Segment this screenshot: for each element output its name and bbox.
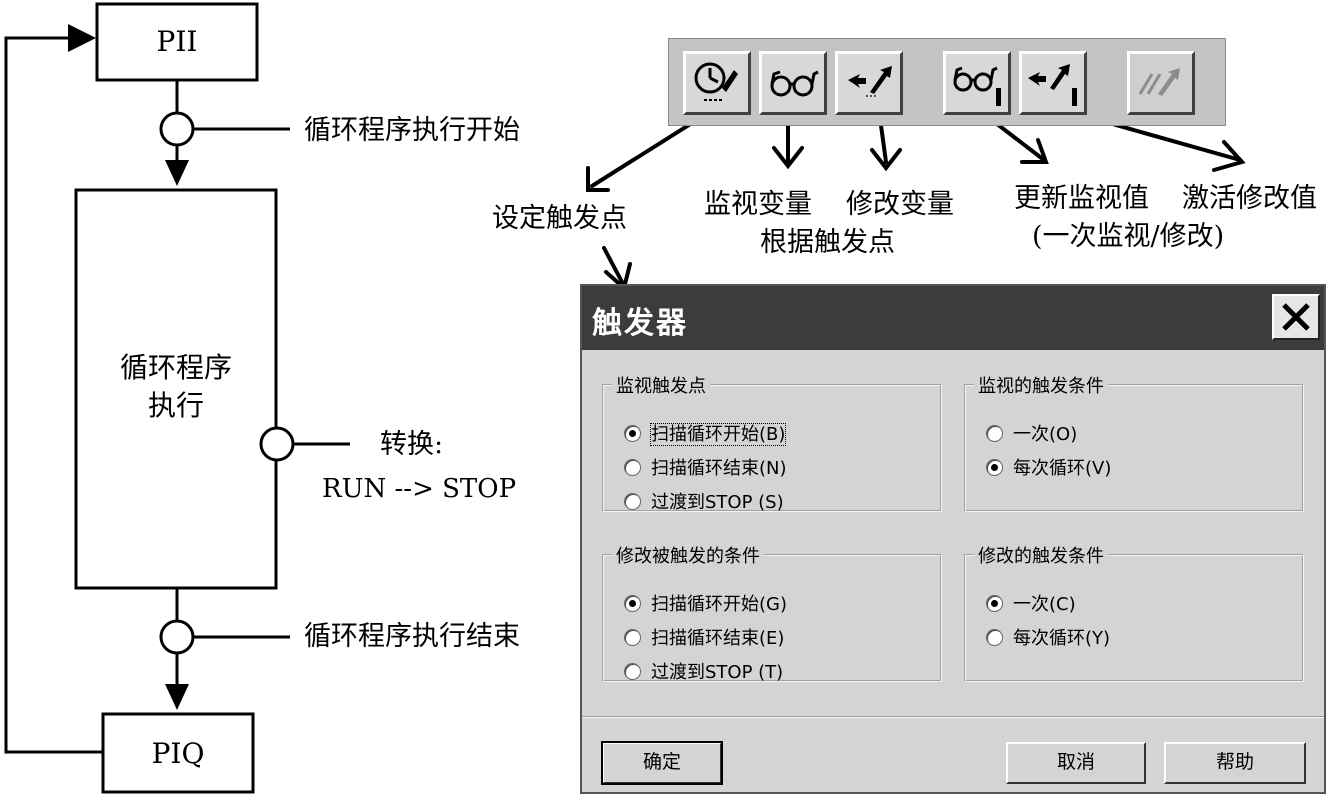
- radio-every-cycle-monitor[interactable]: 每次循环(V): [986, 456, 1111, 482]
- modify-arrows-icon: [848, 66, 892, 97]
- radio-once-modify[interactable]: 一次(C): [986, 592, 1076, 618]
- main-box-line1: 循环程序: [119, 351, 232, 384]
- transition-point: [259, 426, 295, 462]
- close-icon: [1282, 303, 1310, 331]
- radio-label: 扫描循环开始(B): [649, 423, 787, 446]
- label-update-monitor: 更新监视值: [1014, 183, 1149, 214]
- label-set-trigger: 设定触发点: [492, 203, 627, 234]
- modify-vars-button[interactable]: [835, 51, 903, 115]
- cycle-start-label: 循环程序执行开始: [304, 115, 520, 146]
- radio-scan-end-monitor[interactable]: 扫描循环结束(N): [624, 456, 787, 482]
- modify-trigger-condition-group: 修改的触发条件 一次(C) 每次循环(Y): [964, 542, 1304, 682]
- radio-once-monitor[interactable]: 一次(O): [986, 422, 1077, 448]
- label-by-trigger: 根据触发点: [760, 227, 895, 258]
- monitor-trigger-point-group: 监视触发点 扫描循环开始(B) 扫描循环结束(N) 过渡到STOP (S): [602, 372, 942, 513]
- transition-label: 转换:: [380, 429, 444, 460]
- modify-trigger-point-group: 修改被触发的条件 扫描循环开始(G) 扫描循环结束(E) 过渡到STOP (T): [602, 542, 942, 683]
- modify-arrows-disabled-icon: [1138, 68, 1180, 96]
- radio-button[interactable]: [624, 595, 641, 612]
- monitor-trigger-condition-group: 监视的触发条件 一次(O) 每次循环(V): [964, 372, 1304, 512]
- modify-arrows-once-icon: [1028, 64, 1077, 106]
- piq-label: PIQ: [151, 737, 205, 770]
- close-button[interactable]: [1272, 294, 1320, 340]
- cycle-start-point: [159, 111, 195, 147]
- disabled-modify-button[interactable]: [1127, 51, 1195, 115]
- label-once-note: (一次监视/修改): [1032, 221, 1225, 252]
- radio-scan-start-monitor[interactable]: 扫描循环开始(B): [624, 422, 787, 448]
- set-trigger-button[interactable]: [683, 51, 751, 115]
- radio-scan-start-modify[interactable]: 扫描循环开始(G): [624, 592, 787, 618]
- trigger-clock-icon: [694, 62, 738, 101]
- transition-sublabel: RUN --> STOP: [322, 474, 517, 504]
- radio-scan-end-modify[interactable]: 扫描循环结束(E): [624, 626, 784, 652]
- label-modify-vars: 修改变量: [846, 189, 954, 220]
- radio-button[interactable]: [986, 595, 1003, 612]
- radio-button[interactable]: [624, 663, 641, 680]
- pii-box: [95, 2, 259, 82]
- cycle-end-label: 循环程序执行结束: [304, 621, 520, 652]
- activate-modify-button[interactable]: [1019, 51, 1087, 115]
- pii-label: PII: [156, 25, 198, 58]
- radio-button[interactable]: [986, 629, 1003, 646]
- radio-button[interactable]: [986, 459, 1003, 476]
- radio-label: 过渡到STOP (T): [651, 662, 784, 683]
- ok-button[interactable]: 确定: [601, 741, 723, 785]
- group-legend: 监视触发点: [616, 376, 706, 397]
- radio-stop-modify[interactable]: 过渡到STOP (T): [624, 660, 783, 686]
- radio-label: 一次(O): [1013, 424, 1078, 445]
- radio-stop-monitor[interactable]: 过渡到STOP (S): [624, 490, 784, 516]
- cancel-button[interactable]: 取消: [1006, 742, 1146, 784]
- main-program-box: [74, 188, 278, 590]
- button-separator: [582, 716, 1324, 718]
- radio-label: 扫描循环结束(N): [651, 458, 787, 479]
- main-box-line2: 执行: [147, 389, 204, 422]
- dialog-titlebar[interactable]: 触发器: [582, 286, 1324, 350]
- radio-label: 每次循环(V): [1013, 458, 1112, 479]
- radio-button[interactable]: [624, 493, 641, 510]
- group-legend: 修改的触发条件: [978, 546, 1104, 567]
- radio-button[interactable]: [624, 629, 641, 646]
- trigger-dialog: 触发器 监视触发点 扫描循环开始(B) 扫描循环结束(N) 过渡到STOP (S…: [580, 284, 1326, 794]
- radio-button[interactable]: [986, 425, 1003, 442]
- piq-box: [101, 712, 255, 794]
- radio-label: 过渡到STOP (S): [651, 492, 784, 513]
- radio-label: 一次(C): [1013, 594, 1076, 615]
- label-monitor-vars: 监视变量: [704, 189, 812, 220]
- radio-label: 扫描循环结束(E): [651, 628, 785, 649]
- cycle-end-point: [159, 619, 195, 655]
- help-button[interactable]: 帮助: [1164, 742, 1306, 784]
- monitor-toolbar: [668, 38, 1226, 126]
- radio-label: 扫描循环开始(G): [651, 594, 787, 615]
- label-activate-modify: 激活修改值: [1182, 183, 1317, 214]
- glasses-once-icon: [953, 66, 1001, 106]
- group-legend: 修改被触发的条件: [616, 546, 760, 567]
- radio-button[interactable]: [624, 459, 641, 476]
- radio-label: 每次循环(Y): [1013, 628, 1111, 649]
- glasses-icon: [770, 70, 819, 97]
- radio-every-cycle-modify[interactable]: 每次循环(Y): [986, 626, 1110, 652]
- monitor-vars-button[interactable]: [759, 51, 827, 115]
- group-legend: 监视的触发条件: [978, 376, 1104, 397]
- radio-button[interactable]: [624, 425, 641, 442]
- dialog-title: 触发器: [592, 306, 688, 341]
- update-monitor-button[interactable]: [943, 51, 1011, 115]
